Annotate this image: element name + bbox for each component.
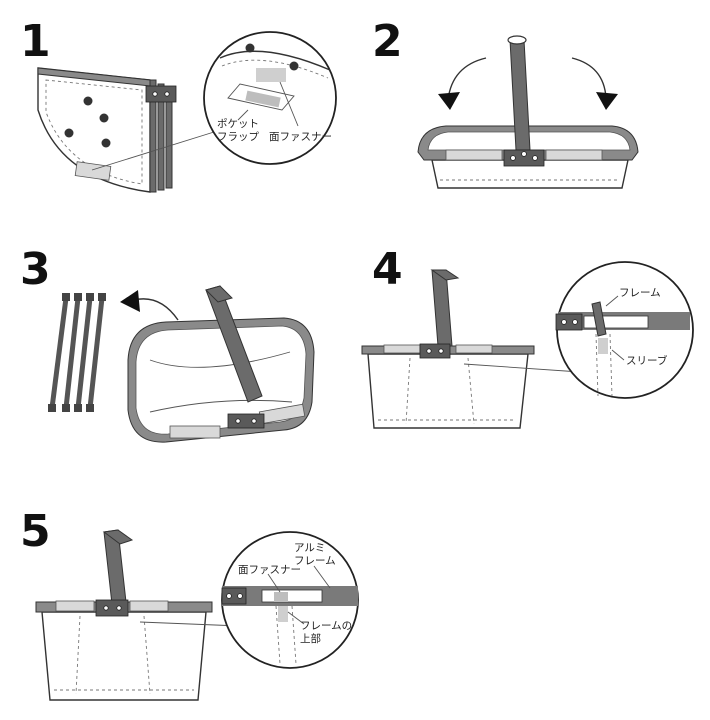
frame-top-label-line2: 上部 <box>300 632 321 645</box>
basket-flat <box>417 35 639 189</box>
arrow-down-right-icon <box>596 92 618 110</box>
sleeve-label: スリーブ <box>626 354 668 367</box>
step-2-number: 2 <box>372 16 403 67</box>
step-4-number: 4 <box>372 244 403 295</box>
velcro-label-step5: 面ファスナー <box>238 564 301 576</box>
step-4: 4 <box>361 244 694 429</box>
basket-open <box>127 285 315 443</box>
step-1-number: 1 <box>20 16 51 67</box>
frame-top-label-line1: フレームの <box>300 620 352 632</box>
arrow-down-left-icon <box>438 92 460 110</box>
step-5-number: 5 <box>20 506 51 557</box>
step-3: 3 <box>20 244 315 443</box>
step-1: 1 <box>20 16 337 193</box>
aluminium-label-line2: フレーム <box>294 555 336 567</box>
basket-assembled <box>361 269 535 429</box>
step-3-number: 3 <box>20 244 51 295</box>
frame-label: フレーム <box>619 287 661 299</box>
velcro-label-step1: 面ファスナー <box>269 131 332 143</box>
frame-rods <box>48 293 106 412</box>
arrow-left-icon <box>120 290 140 312</box>
step-5: 5 <box>20 506 359 701</box>
pocket-label-line2: フラップ <box>217 131 259 143</box>
pocket-label-line1: ポケット <box>217 118 259 130</box>
folded-basket <box>37 67 177 193</box>
step-2: 2 <box>372 16 639 189</box>
step-4-zoom <box>555 261 694 399</box>
aluminium-label-line1: アルミ <box>294 542 325 554</box>
basket-complete <box>35 529 213 701</box>
step-1-zoom <box>203 31 337 165</box>
step-5-zoom <box>221 531 359 669</box>
